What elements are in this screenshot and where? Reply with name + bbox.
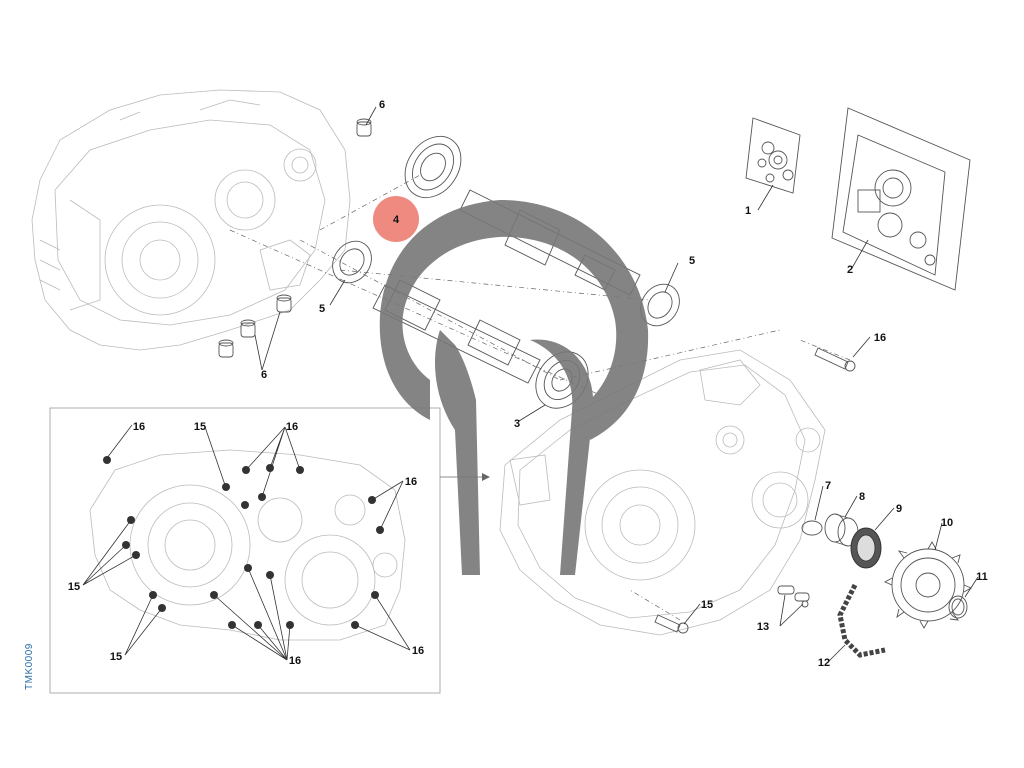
- drive-chain: [837, 583, 886, 658]
- callout-label: 16: [405, 476, 417, 488]
- bolt-lower: [654, 614, 689, 634]
- callout-label: 10: [941, 517, 953, 529]
- leader-lines: [82, 106, 979, 663]
- watermark-logo-icon: [379, 200, 649, 575]
- callout-label: 15: [110, 651, 122, 663]
- callout-label: 15: [194, 421, 206, 433]
- oil-seal: [850, 527, 882, 569]
- inset-crankcase: [89, 449, 406, 641]
- bearing-small-left: [332, 240, 372, 284]
- bolt-upper: [814, 347, 856, 372]
- o-ring: [801, 520, 823, 536]
- callout-label: 13: [757, 621, 769, 633]
- chain-master-link: [777, 585, 810, 608]
- inset-bolt-holes: [103, 456, 384, 629]
- callout-label: 5: [319, 303, 325, 315]
- callout-label: 7: [825, 480, 831, 492]
- gasket-kit-large: [831, 107, 971, 291]
- inset-arrow-head: [482, 473, 490, 481]
- callout-label: 5: [689, 255, 695, 267]
- callout-label: 11: [976, 571, 988, 583]
- callout-label: 16: [874, 332, 886, 344]
- right-crankcase-half: [499, 349, 826, 636]
- dowel-pins: [218, 118, 372, 358]
- bearing-right: [640, 283, 680, 327]
- left-crankcase-half: [31, 89, 351, 351]
- callout-label: 3: [514, 418, 520, 430]
- inset-panel-frame: [49, 407, 441, 694]
- callout-label: 15: [68, 581, 80, 593]
- callout-label: 16: [289, 655, 301, 667]
- circlip: [948, 595, 968, 619]
- callout-label: 16: [286, 421, 298, 433]
- highlighted-callout-label: 4: [393, 214, 400, 226]
- bearing-large-top: [404, 135, 462, 199]
- callout-label: 15: [701, 599, 713, 611]
- callout-label: 1: [745, 205, 751, 217]
- gasket-kit-small: [745, 117, 801, 194]
- assembly-axes: [229, 174, 851, 621]
- callout-label: 9: [896, 503, 902, 515]
- callout-label: 6: [261, 369, 267, 381]
- callout-label: 6: [379, 99, 385, 111]
- callout-label: 2: [847, 264, 853, 276]
- callout-label: 16: [133, 421, 145, 433]
- callout-label: 8: [859, 491, 865, 503]
- callout-label: 16: [412, 645, 424, 657]
- highlight-marker: [373, 196, 419, 242]
- callout-labels: 6 6 5 5 3 1 2 16 7 8 9 10 11 12 13 15 16…: [68, 99, 988, 669]
- drawing-code: TMK0009: [24, 643, 35, 690]
- callout-label: 12: [818, 657, 830, 669]
